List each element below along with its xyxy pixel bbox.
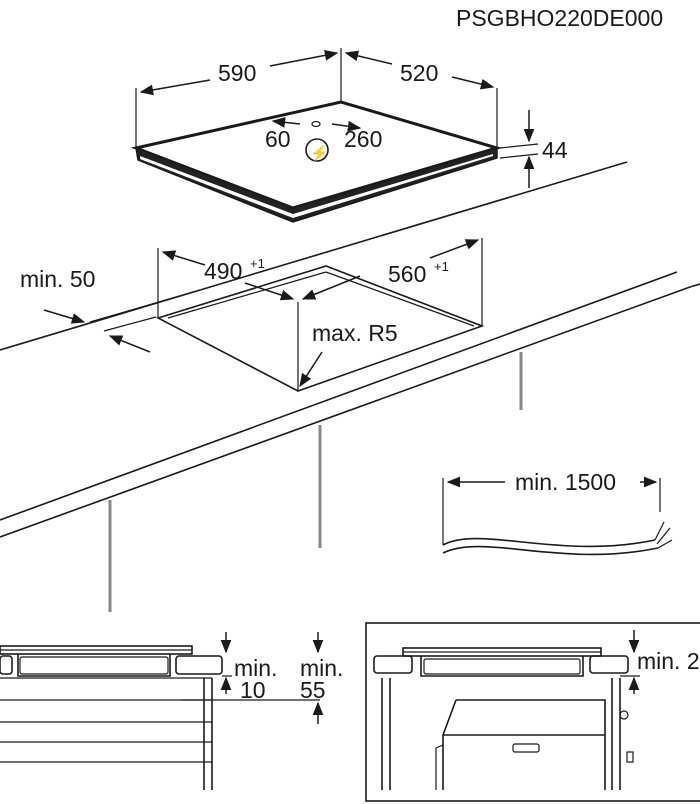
worktop-drawing [0, 161, 700, 612]
cutout-width-label: 490 [204, 258, 242, 284]
gap-bottom-min-label: min. [300, 655, 343, 681]
cable-drawing [442, 476, 673, 556]
hob-thickness-label: 44 [542, 137, 568, 163]
cutout-depth-label: 560 [388, 261, 426, 287]
install-detail-right [365, 622, 700, 802]
cable-distance-label: 260 [344, 126, 382, 152]
hob-drawing [130, 48, 539, 223]
edge-distance-label: min. 50 [20, 266, 95, 292]
cable-offset-label: 60 [265, 126, 291, 152]
hob-width-label: 590 [218, 60, 256, 86]
model-code: PSGBHO220DE000 [456, 5, 663, 31]
gap-right-label: min. 2 [637, 648, 700, 674]
gap-bottom-value-label: 55 [300, 677, 326, 703]
power-icon: ⚡ [310, 144, 329, 162]
hob-depth-label: 520 [400, 60, 438, 86]
install-detail-left [0, 632, 324, 790]
gap-top-min-label: min. [234, 655, 277, 681]
cable-length-label: min. 1500 [515, 469, 616, 495]
cutout-depth-tolerance: +1 [434, 259, 449, 274]
gap-top-value-label: 10 [240, 677, 266, 703]
cutout-width-tolerance: +1 [250, 256, 265, 271]
corner-radius-label: max. R5 [312, 320, 398, 346]
